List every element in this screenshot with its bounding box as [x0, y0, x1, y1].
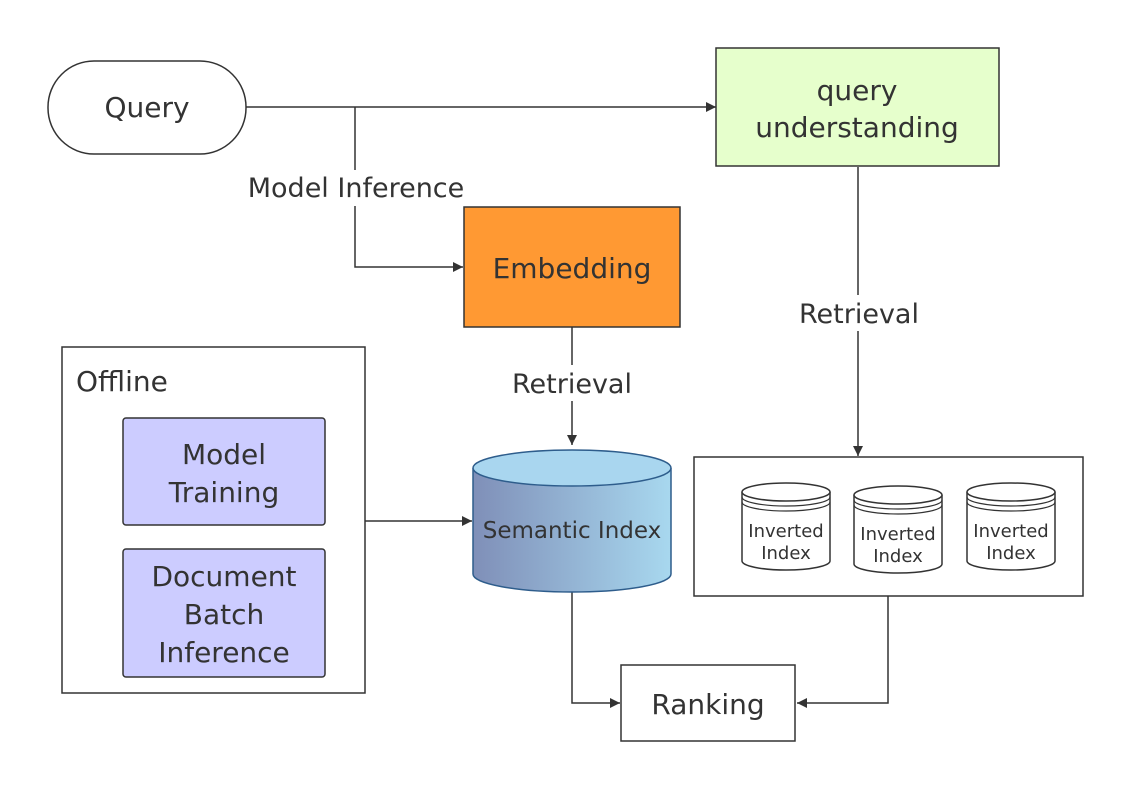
embedding-node: Embedding [463, 206, 681, 328]
edge-labels: Model Inference Retrieval Retrieval [238, 170, 923, 401]
edge-query-to-embedding [354, 107, 463, 272]
edge-semantic-index-to-ranking [571, 592, 620, 708]
inverted-index-3-label-line-2: Index [986, 543, 1036, 564]
edge-label-retrieval-semantic: Retrieval [512, 369, 632, 400]
offline-group: Offline Model Training Document Batch In… [61, 346, 366, 694]
semantic-index-label: Semantic Index [483, 518, 662, 544]
inverted-index-node: Inverted Index [966, 482, 1056, 571]
ranking-node: Ranking [620, 664, 796, 742]
edge-label-retrieval-inverted: Retrieval [799, 299, 919, 330]
document-batch-inference-label-line-1: Document [151, 560, 296, 593]
query-understanding-label-line-1: query [817, 74, 898, 107]
inverted-index-node: Inverted Index [853, 485, 943, 574]
semantic-index-cylinder-body [472, 468, 672, 593]
inverted-index-1-label-line-1: Inverted [748, 521, 823, 542]
query-label: Query [104, 91, 189, 124]
inverted-index-3-label-line-1: Inverted [973, 521, 1048, 542]
inverted-index-2-label-line-1: Inverted [860, 524, 935, 545]
inverted-index-1-label-line-2: Index [761, 543, 811, 564]
inverted-index-group: Inverted Index Inverted Index Inverted I… [693, 456, 1084, 597]
ranking-label: Ranking [651, 688, 764, 721]
query-node: Query [47, 60, 247, 155]
model-training-node: Model Training [122, 417, 326, 526]
model-training-label-line-1: Model [182, 438, 266, 471]
inverted-index-node: Inverted Index [741, 482, 831, 571]
edge-label-model-inference: Model Inference [248, 173, 465, 204]
edges [246, 102, 889, 708]
semantic-index-node: Semantic Index [472, 449, 672, 593]
semantic-index-cylinder-top [472, 449, 672, 487]
offline-label: Offline [76, 365, 168, 398]
document-batch-inference-node: Document Batch Inference [122, 548, 326, 678]
embedding-label: Embedding [493, 252, 652, 285]
model-training-label-line-2: Training [168, 476, 279, 509]
query-understanding-node: query understanding [715, 47, 1000, 167]
edge-inverted-index-to-ranking [797, 596, 889, 708]
document-batch-inference-label-line-2: Batch [184, 598, 265, 631]
document-batch-inference-label-line-3: Inference [158, 636, 290, 669]
inverted-index-2-label-line-2: Index [873, 546, 923, 567]
query-understanding-label-line-2: understanding [755, 111, 959, 144]
